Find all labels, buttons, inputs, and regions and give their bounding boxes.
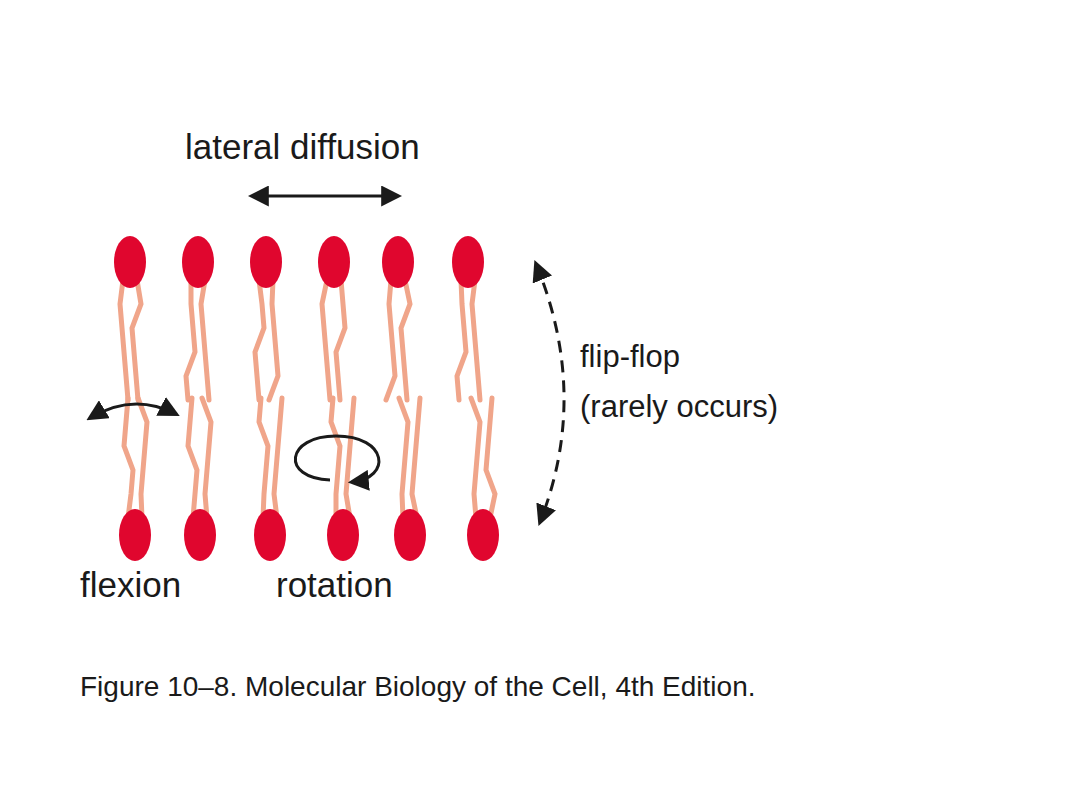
lipid-tail (457, 280, 466, 400)
lipid-tail (274, 398, 282, 518)
lipid-tail (336, 280, 345, 400)
lipid-tail (201, 280, 209, 400)
lipid-tail (386, 280, 395, 400)
lipid-tail (269, 280, 278, 400)
lipid-head (114, 236, 146, 288)
lateral-arrow (252, 195, 398, 198)
lipid-tail (472, 280, 480, 400)
lipid-head (250, 236, 282, 288)
lipid-head (382, 236, 414, 288)
lipid-tail (401, 280, 410, 400)
lipid-head (119, 509, 151, 561)
motion-label: flip-flop (580, 340, 680, 374)
lipid-tail (202, 398, 211, 518)
lipid-tail (399, 398, 408, 518)
lipid-head (452, 236, 484, 288)
lipid-head (318, 236, 350, 288)
lipid-tail (322, 280, 330, 400)
lipid-tail (471, 398, 480, 518)
lipid-tail (124, 398, 133, 518)
lipid-head (182, 236, 214, 288)
motion-label: flexion (80, 566, 181, 605)
lipid-tail (120, 280, 128, 400)
lipid-tail (259, 398, 268, 518)
lipid-head (184, 509, 216, 561)
lipid-tail (331, 398, 340, 518)
lipid-tail (188, 398, 197, 518)
lipid-heads (114, 236, 499, 561)
lipid-tail (132, 280, 141, 400)
motion-label: lateral diffusion (185, 128, 420, 167)
lipid-head (327, 509, 359, 561)
note-label: (rarely occurs) (580, 390, 778, 424)
rotation-arrow (295, 436, 379, 482)
lipid-tail (186, 280, 195, 400)
lipid-head (394, 509, 426, 561)
figure-caption: Figure 10–8. Molecular Biology of the Ce… (80, 672, 756, 703)
lipid-tail (138, 398, 147, 518)
lipid-tail (255, 280, 264, 400)
lipid-tail (412, 398, 420, 518)
lipid-head (467, 509, 499, 561)
lipid-tail (346, 398, 354, 518)
lipid-head (254, 509, 286, 561)
lipid-tail (486, 398, 495, 518)
flexion-arrow (90, 404, 176, 418)
motion-label: rotation (276, 566, 393, 605)
flipflop-arrow (536, 264, 564, 522)
lipid-tails (120, 280, 495, 518)
